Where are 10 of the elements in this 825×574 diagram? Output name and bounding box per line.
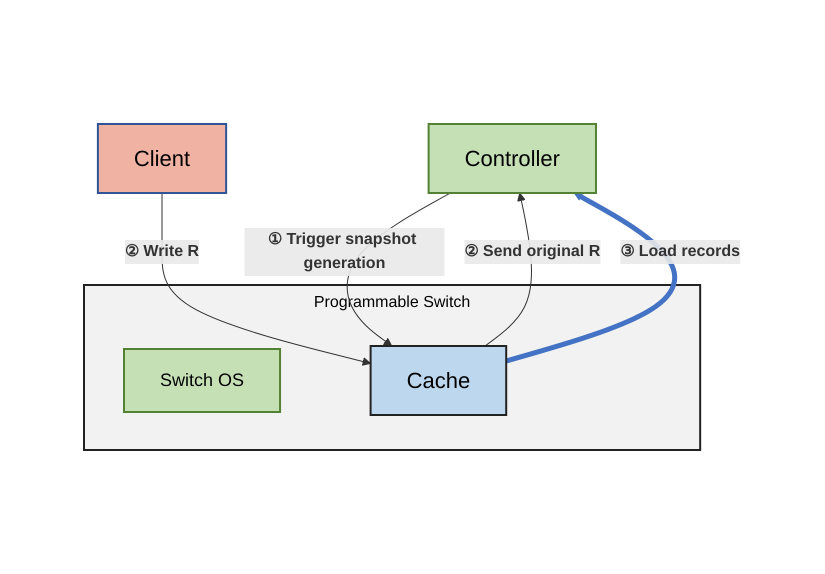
node-box: Switch OS: [123, 348, 282, 413]
edge-label: ① Trigger snapshot generation: [268, 231, 417, 272]
edge-label: ③ Load records: [620, 243, 741, 260]
arrow: [506, 192, 678, 364]
edge-label: ② Write R: [125, 243, 200, 260]
node-box: Controller: [428, 123, 598, 194]
node-box: Cache: [370, 345, 508, 416]
edge-label: ② Send original R: [464, 243, 601, 260]
arrow: [162, 192, 372, 366]
node-box: Client: [97, 123, 228, 194]
